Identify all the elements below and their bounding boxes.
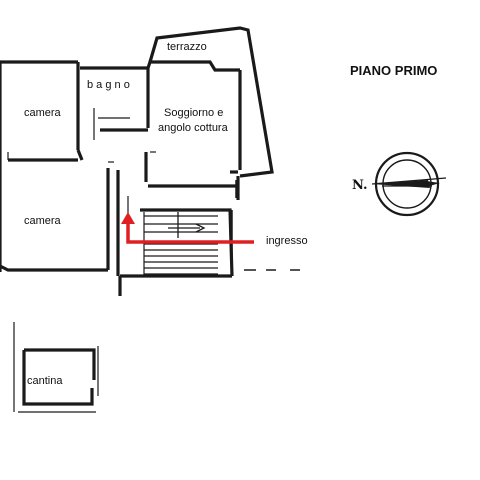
outer-walls	[0, 26, 274, 296]
cantina-block	[13, 322, 99, 413]
camera-top-label: camera	[24, 107, 62, 119]
bagno-label: b a g n o	[87, 79, 130, 91]
exterior-dashes	[231, 180, 300, 271]
terrazzo-label: terrazzo	[167, 41, 207, 53]
cantina-label: cantina	[27, 375, 63, 387]
north-label: N.	[352, 178, 368, 193]
ingresso-label: ingresso	[266, 235, 308, 247]
compass-icon	[371, 151, 447, 217]
staircase	[144, 212, 218, 275]
interior-walls	[7, 62, 238, 276]
camera-bottom-label: camera	[24, 215, 62, 227]
floor-title: PIANO PRIMO	[350, 63, 437, 78]
soggiorno-label-line2: angolo cottura	[158, 122, 229, 134]
entrance-arrow	[121, 212, 254, 244]
soggiorno-label-line1: Soggiorno e	[164, 107, 223, 119]
